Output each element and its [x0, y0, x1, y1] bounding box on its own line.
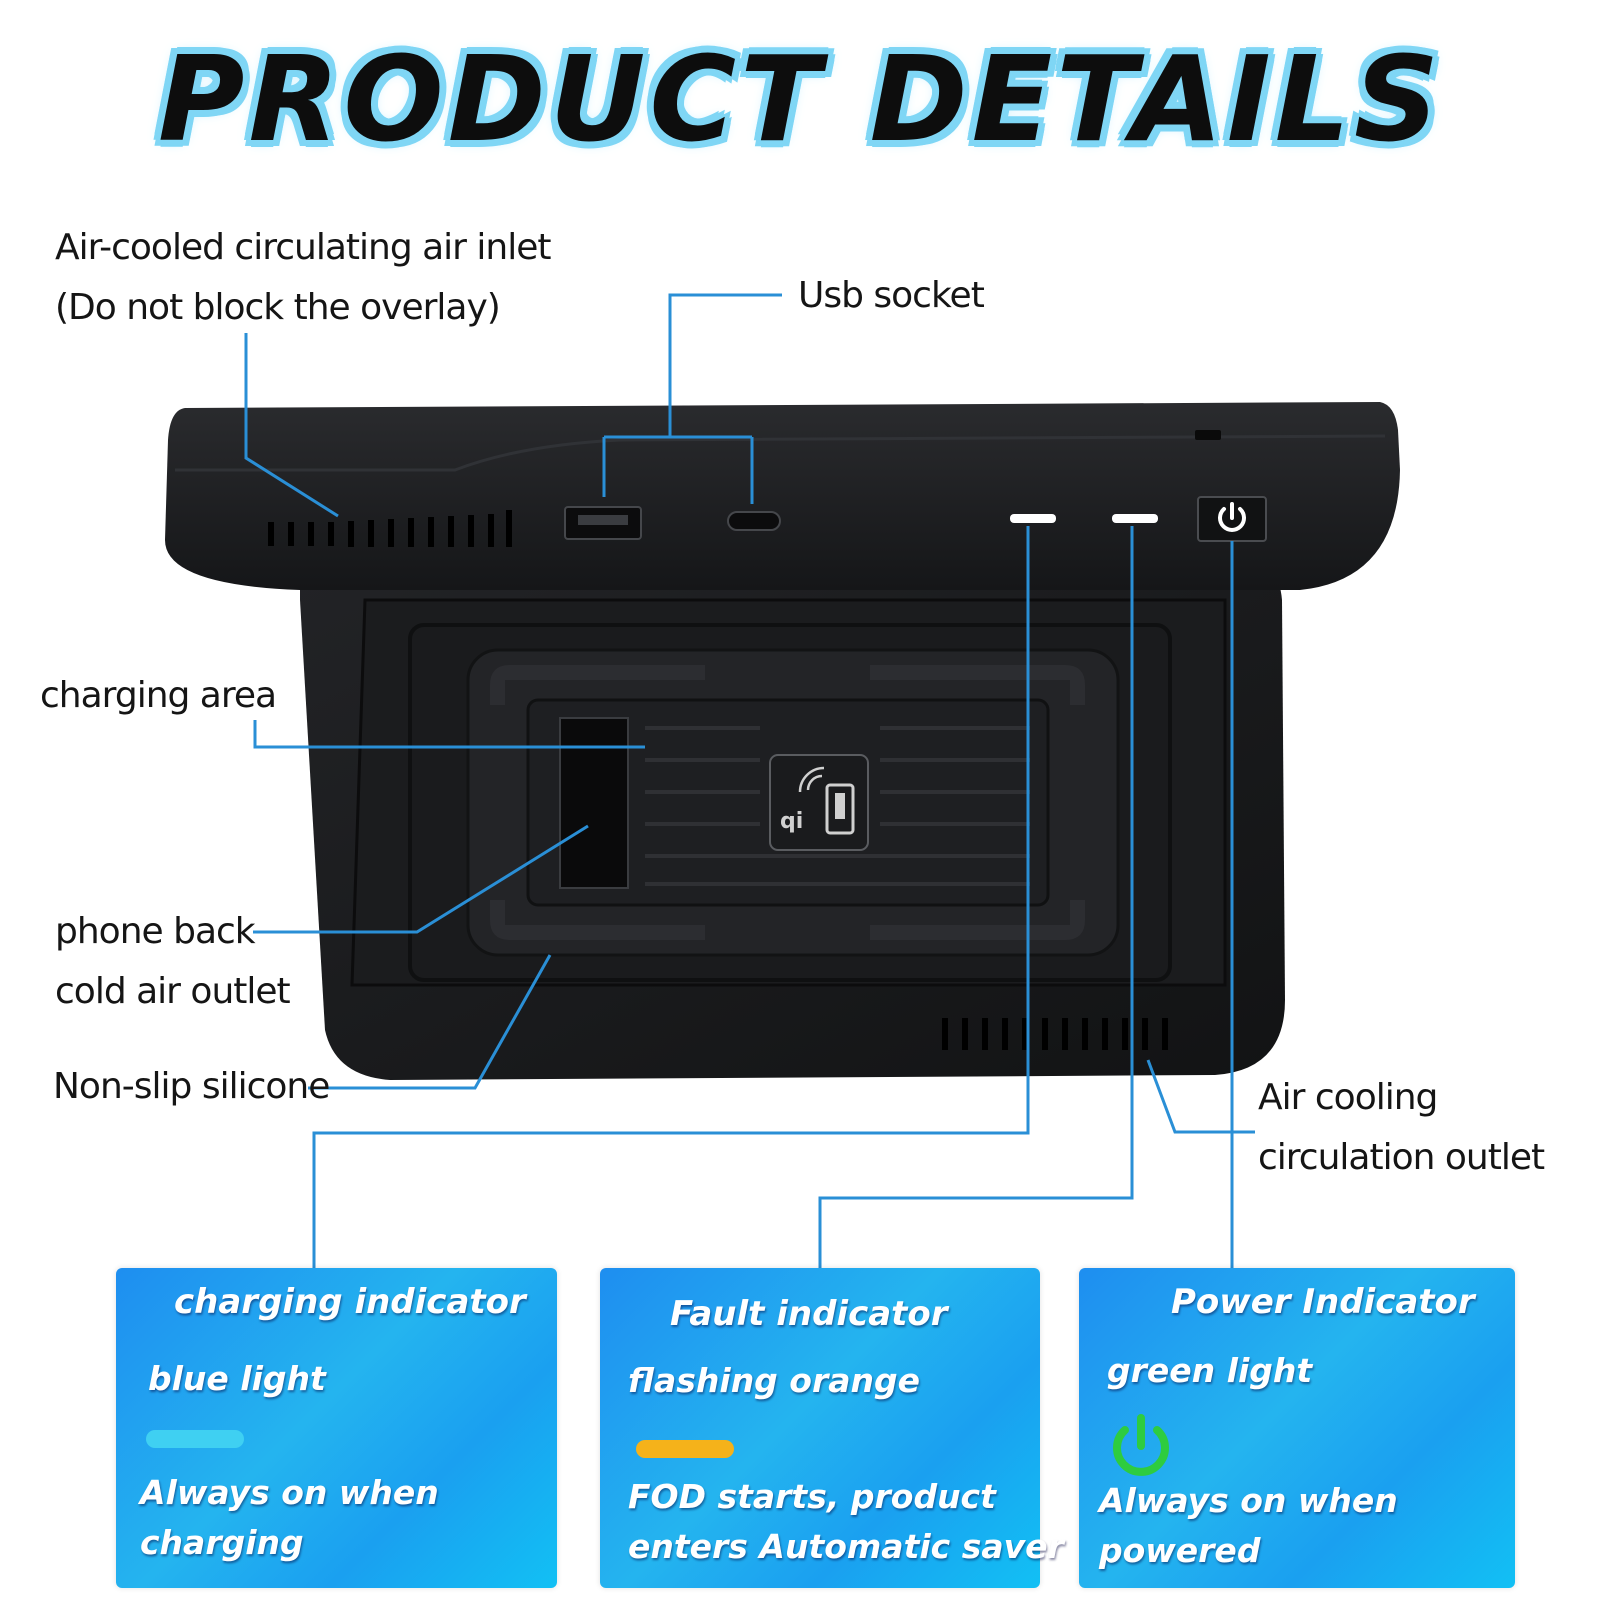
fault-indicator-card: Fault indicator flashing orange FOD star… — [600, 1268, 1064, 1588]
power-button-icon — [1218, 502, 1246, 532]
power-icon — [1113, 1414, 1169, 1476]
qi-wireless-charging-icon: qi — [769, 754, 869, 851]
charging-area-label: charging area — [40, 675, 277, 716]
card-note: Always on when charging — [140, 1473, 439, 1562]
leader-lines — [244, 293, 1255, 1268]
card-title: Fault indicator — [670, 1294, 948, 1334]
usb-c-port — [727, 511, 781, 531]
charging-indicator-light — [1010, 514, 1056, 523]
svg-text:qi: qi — [780, 809, 803, 834]
phone-back-outlet-label: phone back cold air outlet — [55, 911, 291, 1012]
orange-light-swatch — [636, 1440, 734, 1458]
air-inlet-vents — [268, 510, 512, 547]
card-light: blue light — [148, 1359, 326, 1398]
power-indicator-card: Power Indicator green light Always on wh… — [1079, 1268, 1515, 1588]
air-cooling-outlet-vents — [942, 1018, 1168, 1050]
blue-light-swatch — [146, 1430, 244, 1448]
card-light: flashing orange — [628, 1361, 921, 1400]
charging-area-ribs — [645, 726, 1030, 886]
air-inlet-label: Air-cooled circulating air inlet (Do not… — [55, 227, 552, 328]
card-title: charging indicator — [174, 1282, 526, 1322]
non-slip-silicone-label: Non-slip silicone — [53, 1066, 330, 1107]
phone-back-cold-air-outlet — [559, 717, 629, 889]
card-light: green light — [1107, 1351, 1313, 1390]
card-note: Always on when powered — [1099, 1481, 1398, 1570]
usb-socket-label: Usb socket — [798, 275, 985, 316]
card-note: FOD starts, product enters Automatic sav… — [628, 1477, 1064, 1566]
air-cooling-outlet-label: Air cooling circulation outlet — [1258, 1077, 1545, 1178]
fault-indicator-light — [1112, 514, 1158, 523]
card-title: Power Indicator — [1171, 1282, 1475, 1322]
charging-indicator-card: charging indicator blue light Always on … — [116, 1268, 557, 1588]
headline: PRODUCT DETAILS — [158, 30, 1443, 168]
